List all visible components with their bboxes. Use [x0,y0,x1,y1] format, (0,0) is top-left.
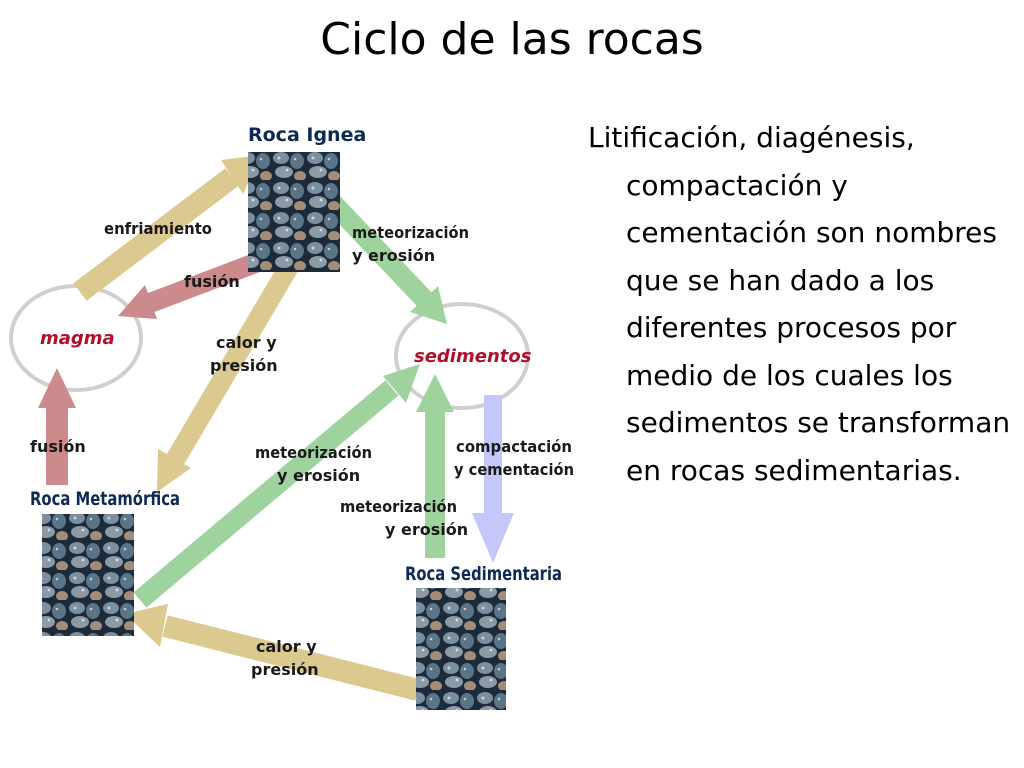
label-calor-ignea-1: calor y [216,333,277,352]
label-compactacion-1: compactación [456,437,572,456]
label-calor-sedimentaria-2: presión [251,660,319,679]
roca-metamorfica-image [42,514,134,636]
roca-sedimentaria-image [416,588,506,710]
label-roca-metamorfica: Roca Metamórfica [30,488,180,510]
label-meteorizacion-metamorfica-1: meteorización [255,443,372,462]
arrow-meteorizacion-metamorfica-sedimentos [133,364,420,608]
arrow-calor-presion-ignea-metamorfica [157,259,299,492]
label-calor-sedimentaria-1: calor y [256,637,317,656]
arrow-fusion-metamorfica-magma [38,368,76,485]
arrow-meteorizacion-sedimentaria-sedimentos [416,374,454,558]
label-magma: magma [40,328,115,349]
label-enfriamiento: enfriamiento [104,219,212,238]
label-compactacion-2: y cementación [454,460,574,479]
arrow-compactacion-sedimentos-sedimentaria [472,395,514,563]
description-paragraph: Litificación, diagénesis, compactación y… [588,121,1011,487]
arrow-meteorizacion-ignea-sedimentos [322,193,447,324]
label-fusion-ignea: fusión [184,272,240,291]
sedimentos-oval [394,302,530,410]
label-meteorizacion-metamorfica-2: y erosión [277,466,360,485]
label-meteorizacion-sedimentaria-1: meteorización [340,497,457,516]
label-fusion-metamorfica: fusión [30,437,86,456]
label-sedimentos: sedimentos [414,346,532,367]
roca-ignea-image [248,152,340,272]
slide-title: Ciclo de las rocas [320,14,704,65]
rock-cycle-diagram: Roca Ignea Roca Metamórfica Roca Sedimen… [9,124,574,710]
label-calor-ignea-2: presión [210,356,278,375]
arrow-calor-presion-sedimentaria-metamorfica [125,604,421,701]
label-meteorizacion-sedimentaria-2: y erosión [385,520,468,539]
label-roca-sedimentaria: Roca Sedimentaria [405,563,562,585]
arrow-fusion-ignea-magma [118,252,262,319]
label-meteorizacion-ignea-2: y erosión [352,246,435,265]
label-roca-ignea: Roca Ignea [248,124,366,146]
label-meteorizacion-ignea-1: meteorización [352,223,469,242]
